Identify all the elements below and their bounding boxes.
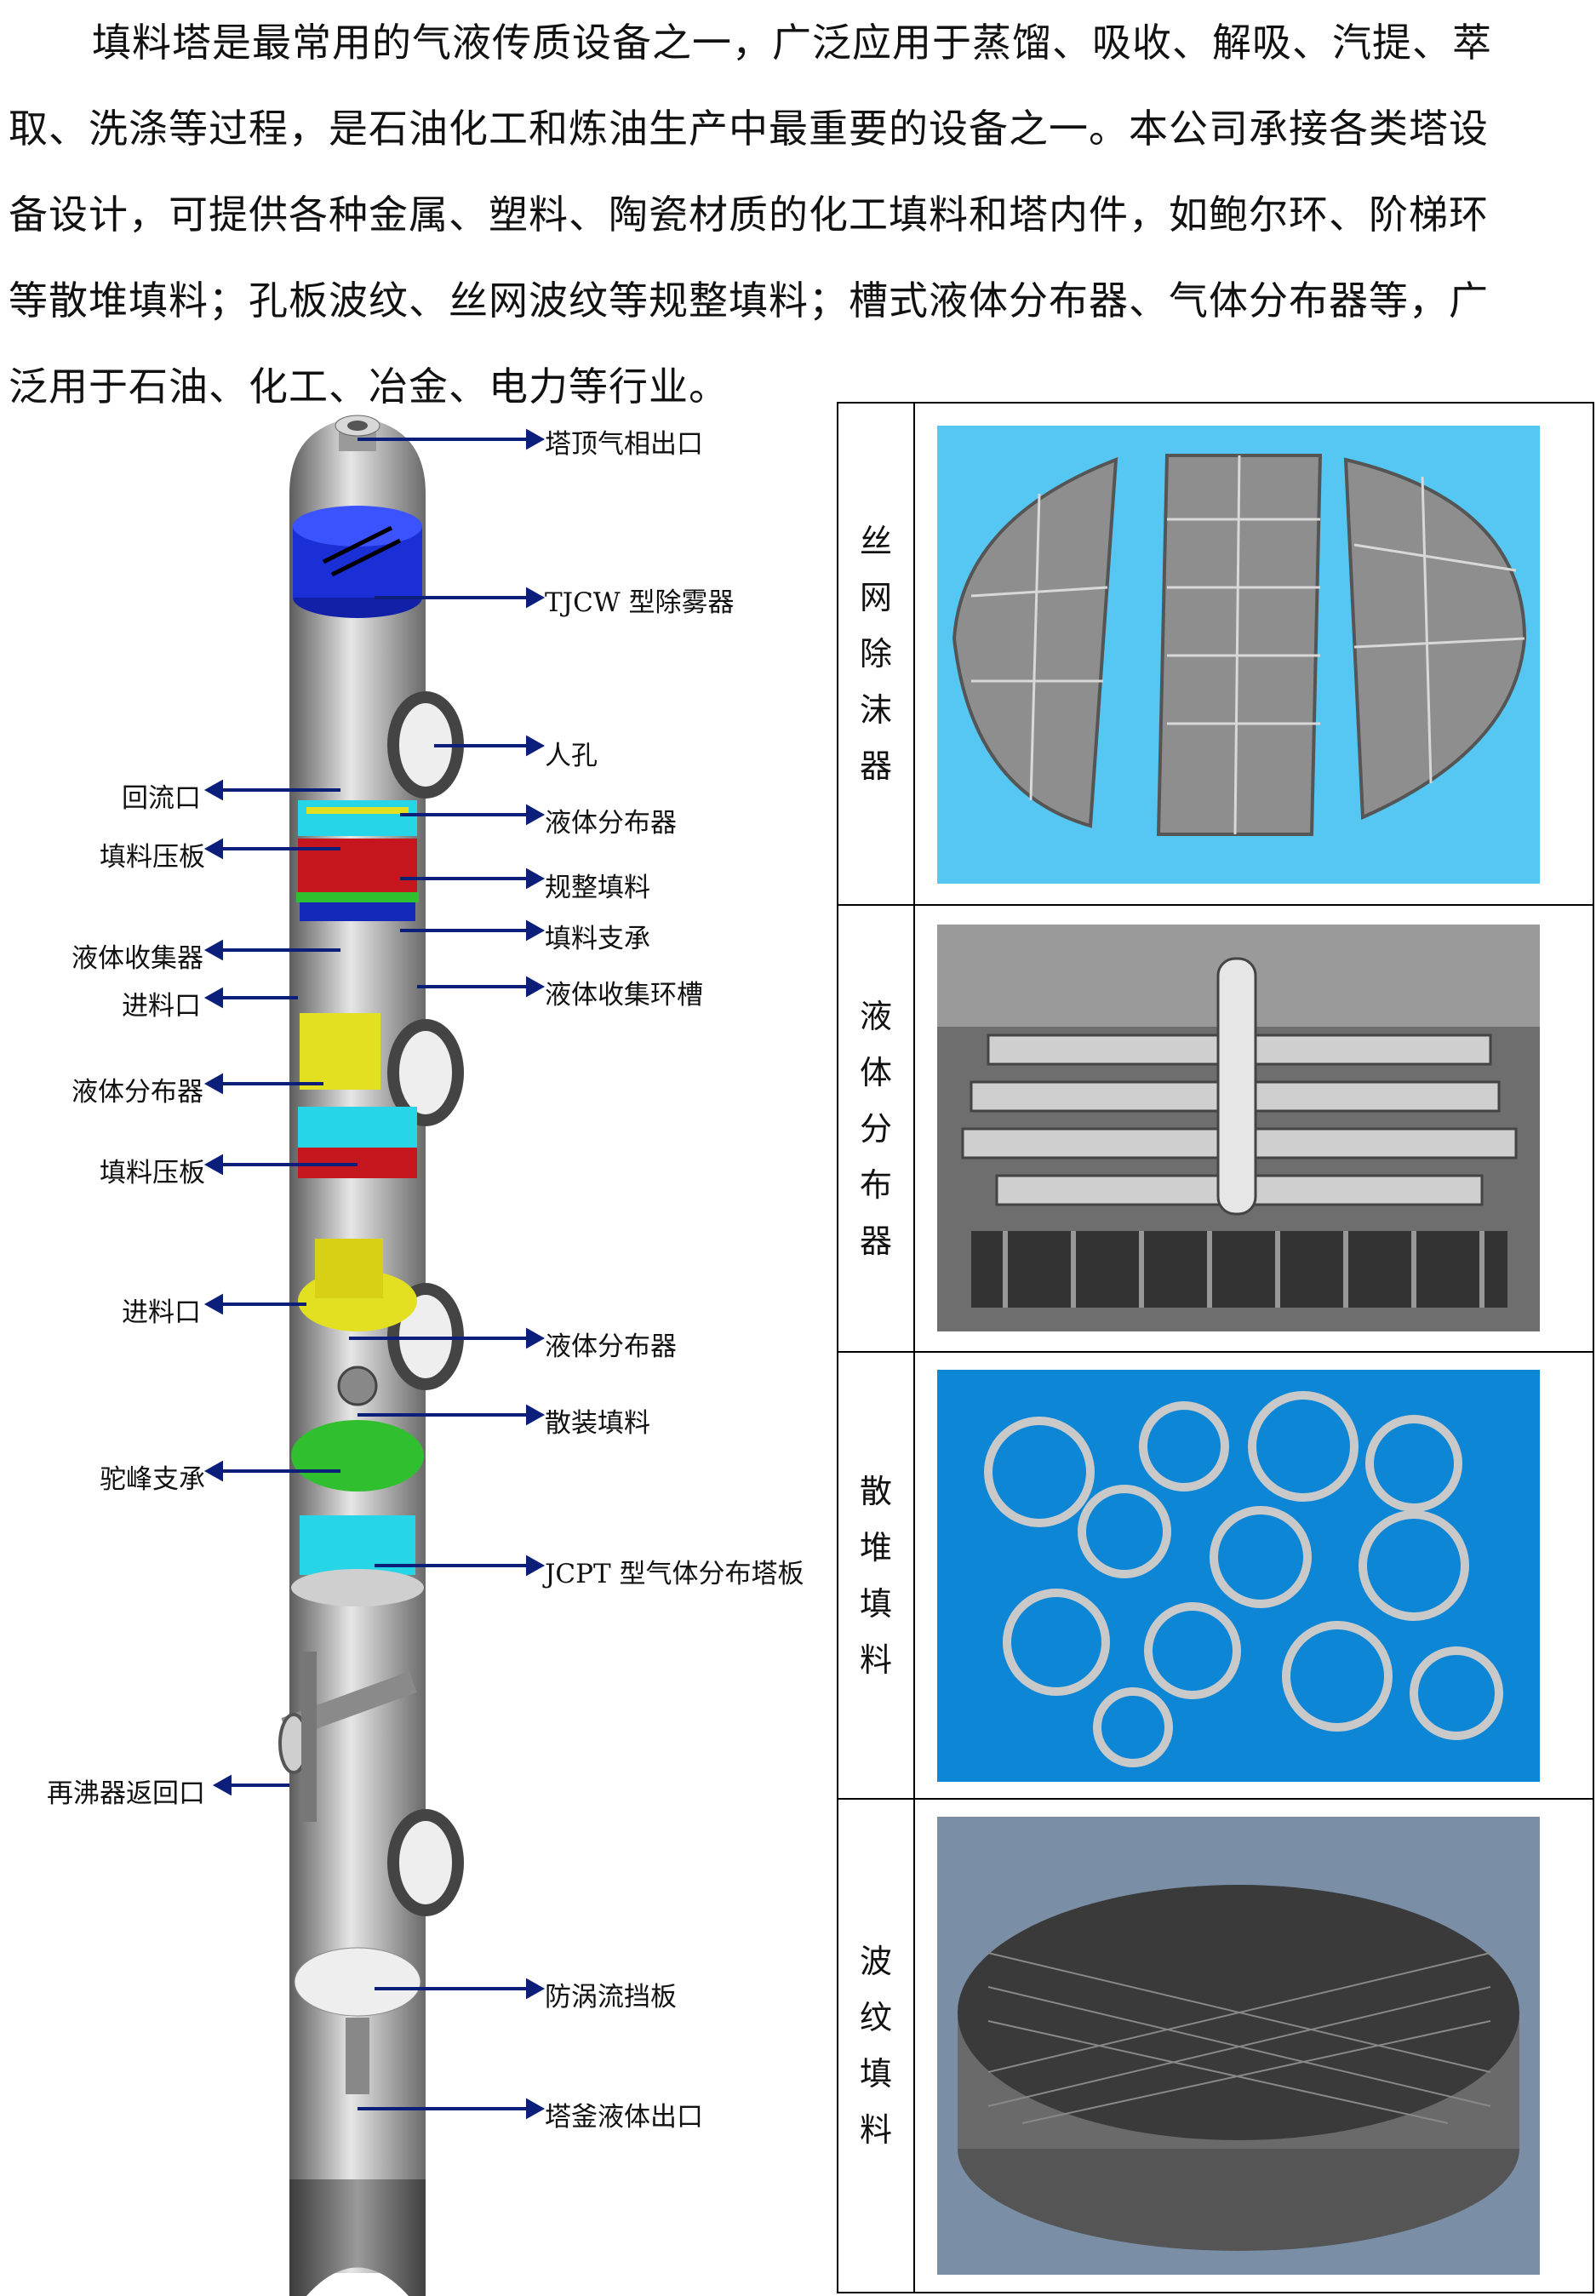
- gallery-row-mesh-demister: 丝网除沫器: [838, 404, 1593, 906]
- label-top-vapor-outlet: 塔顶气相出口: [545, 429, 703, 460]
- packed-tower-diagram: [278, 415, 464, 2296]
- label-bottom-liquid-outlet: 塔釜液体出口: [545, 2102, 703, 2133]
- label-feed-inlet-1: 进料口: [122, 991, 201, 1022]
- hump-support-shape: [291, 1420, 424, 1492]
- label-hold-down-plate-2: 填料压板: [100, 1158, 205, 1188]
- structured-packing-upper: [296, 800, 419, 921]
- gallery-label: 丝网除沫器: [859, 523, 892, 785]
- gallery-label: 液体分布器: [859, 997, 892, 1260]
- gallery-label-cell: 波纹填料: [838, 1800, 915, 2292]
- liquid-distributor-photo: [937, 925, 1540, 1331]
- gallery-label-cell: 丝网除沫器: [838, 404, 915, 904]
- demister-shape: [293, 506, 422, 618]
- top-nozzle: [335, 415, 380, 451]
- label-manhole: 人孔: [545, 741, 598, 771]
- label-packing-support: 填料支承: [545, 924, 650, 954]
- label-demister: TJCW 型除雾器: [545, 581, 735, 619]
- bottom-outlet-pipe: [346, 2018, 369, 2094]
- label-hump-support: 驼峰支承: [100, 1464, 205, 1495]
- label-liquid-collector: 液体收集器: [72, 943, 203, 974]
- label-liquid-collection-trough: 液体收集环槽: [545, 980, 703, 1011]
- gallery-row-liquid-distributor: 液体分布器: [838, 906, 1593, 1353]
- mesh-demister-photo: [937, 426, 1540, 884]
- label-liquid-distributor-left: 液体分布器: [72, 1077, 203, 1108]
- gallery-row-random-packing: 散堆填料: [838, 1353, 1593, 1800]
- label-vortex-breaker: 防涡流挡板: [545, 1982, 677, 2013]
- label-random-packing: 散装填料: [545, 1408, 650, 1439]
- vortex-breaker-shape: [294, 1947, 421, 2017]
- label-liquid-distributor-right-1: 液体分布器: [545, 808, 677, 839]
- gallery-label-cell: 液体分布器: [838, 906, 915, 1351]
- label-reboiler-return: 再沸器返回口: [47, 1778, 205, 1809]
- gallery-row-corrugated-packing: 波纹填料: [838, 1800, 1593, 2292]
- reboiler-return-nozzle: [278, 1652, 417, 1822]
- gallery-label: 散堆填料: [859, 1472, 892, 1679]
- liquid-distributor-lower: [298, 1239, 417, 1331]
- corrugated-packing-photo: [937, 1817, 1540, 2275]
- callout-arrows: [203, 428, 546, 2120]
- structured-packing-middle: [298, 1013, 417, 1178]
- gallery-label-cell: 散堆填料: [838, 1353, 915, 1798]
- gallery-label: 波纹填料: [859, 1943, 892, 2149]
- label-structured-packing: 规整填料: [545, 873, 650, 903]
- random-packing-photo: [937, 1370, 1540, 1782]
- label-liquid-distributor-right-2: 液体分布器: [545, 1331, 677, 1362]
- random-packing-shape: [337, 1366, 378, 1406]
- label-gas-distributor-tray: JCPT 型气体分布塔板: [545, 1559, 804, 1589]
- label-demister-text: TJCW 型除雾器: [545, 587, 735, 618]
- label-reflux-inlet: 回流口: [122, 783, 201, 814]
- label-feed-inlet-2: 进料口: [122, 1297, 201, 1328]
- intro-paragraph: 填料塔是最常用的气液传质设备之一，广泛应用于蒸馏、吸收、解吸、汽提、萃取、洗涤等…: [9, 20, 1492, 409]
- label-hold-down-plate-1: 填料压板: [100, 842, 205, 873]
- equipment-gallery-table: 丝网除沫器 液体分布器: [837, 402, 1594, 2293]
